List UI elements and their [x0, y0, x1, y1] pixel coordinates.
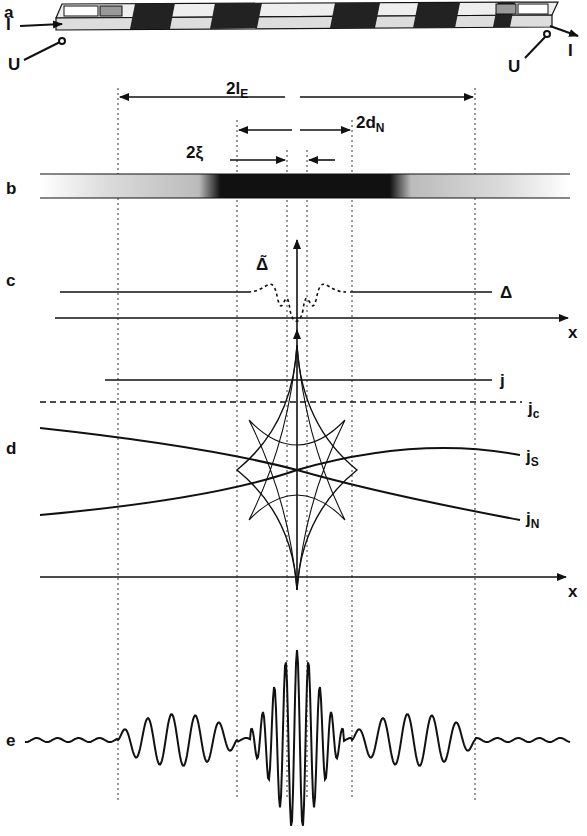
current-label: I	[568, 42, 573, 59]
panel-letter: e	[6, 732, 15, 749]
dimension-label: 2lE	[226, 80, 248, 100]
strip-profile	[40, 174, 570, 198]
gap-label: Δ̃	[256, 256, 268, 273]
panel-letter: c	[6, 272, 15, 289]
oscillation-trace	[25, 650, 570, 826]
current-label: jc	[528, 400, 539, 420]
panel-letter: b	[6, 180, 16, 197]
current-plot	[40, 330, 566, 590]
gap-plot	[55, 240, 568, 332]
gap-label: Δ	[500, 284, 512, 301]
dimension-label: 2dN	[356, 114, 385, 134]
leads	[20, 24, 578, 60]
current-label: jS	[526, 448, 539, 468]
sample-strip	[56, 2, 558, 30]
current-label: j	[500, 372, 505, 389]
current-label: jN	[526, 510, 539, 530]
dimension-label: 2ξ	[186, 144, 203, 161]
axis-label: x	[568, 583, 577, 600]
voltage-label: U	[508, 58, 520, 75]
current-label: I	[6, 16, 11, 33]
panel-letter: d	[6, 440, 16, 457]
dimension-arrows	[120, 97, 473, 160]
axis-label: x	[568, 324, 577, 341]
voltage-label: U	[8, 56, 20, 73]
